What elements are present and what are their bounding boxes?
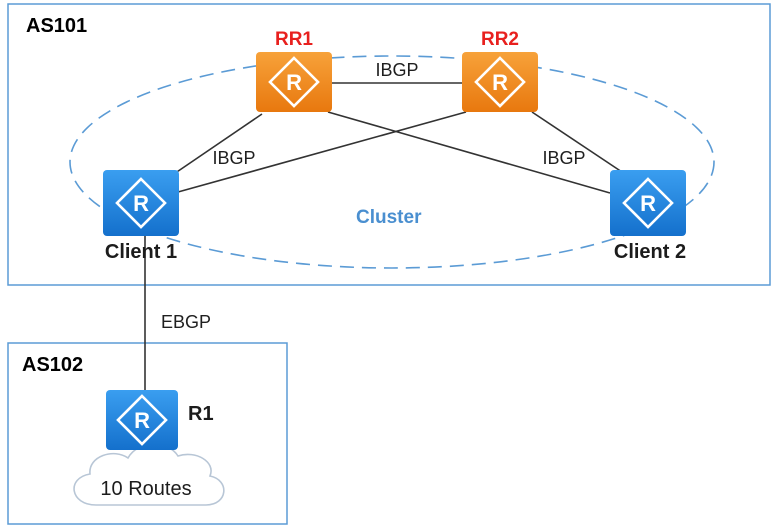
- router-client2[interactable]: [610, 170, 686, 236]
- as101-label: AS101: [26, 15, 87, 37]
- router-r1-label: R1: [188, 403, 214, 425]
- as102-area: [7, 342, 288, 525]
- link-rr1-client1: [167, 113, 263, 179]
- link-label-rr1-rr2: IBGP: [375, 60, 418, 80]
- as102-label: AS102: [22, 354, 83, 376]
- cluster-label: Cluster: [356, 207, 422, 228]
- router-rr1-label: RR1: [275, 29, 313, 50]
- router-rr2-label: RR2: [481, 29, 519, 50]
- router-rr1[interactable]: [256, 52, 332, 112]
- cluster-ellipse: [69, 55, 715, 269]
- link-label-ibgp-left: IBGP: [212, 148, 255, 168]
- router-client1-label: Client 1: [105, 241, 177, 263]
- router-rr2[interactable]: [462, 52, 538, 112]
- link-rr1-client2: [327, 111, 611, 194]
- router-client2-label: Client 2: [614, 241, 686, 263]
- link-label-ibgp-right: IBGP: [542, 148, 585, 168]
- link-rr2-client2: [531, 111, 623, 173]
- cloud-label: 10 Routes: [100, 478, 191, 500]
- link-rr2-client1: [177, 111, 467, 193]
- router-r1[interactable]: [106, 390, 178, 450]
- as101-area: [7, 3, 771, 286]
- link-label-ebgp: EBGP: [161, 312, 211, 332]
- router-client1[interactable]: [103, 170, 179, 236]
